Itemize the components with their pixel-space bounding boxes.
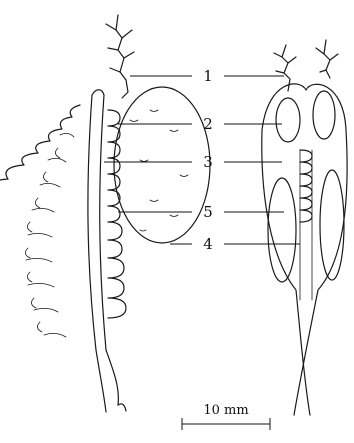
scale-bar: 10 mm	[182, 403, 270, 430]
label-5: 5	[203, 203, 213, 221]
label-2: 2	[203, 115, 213, 133]
callout-labels: 1 2 3 5 4	[203, 67, 213, 253]
label-3: 3	[203, 153, 213, 171]
right-specimen	[262, 40, 347, 415]
label-1: 1	[203, 67, 213, 85]
left-specimen	[0, 15, 210, 412]
oval-body	[114, 87, 210, 243]
label-4: 4	[203, 235, 213, 253]
scale-bar-label: 10 mm	[203, 403, 248, 418]
